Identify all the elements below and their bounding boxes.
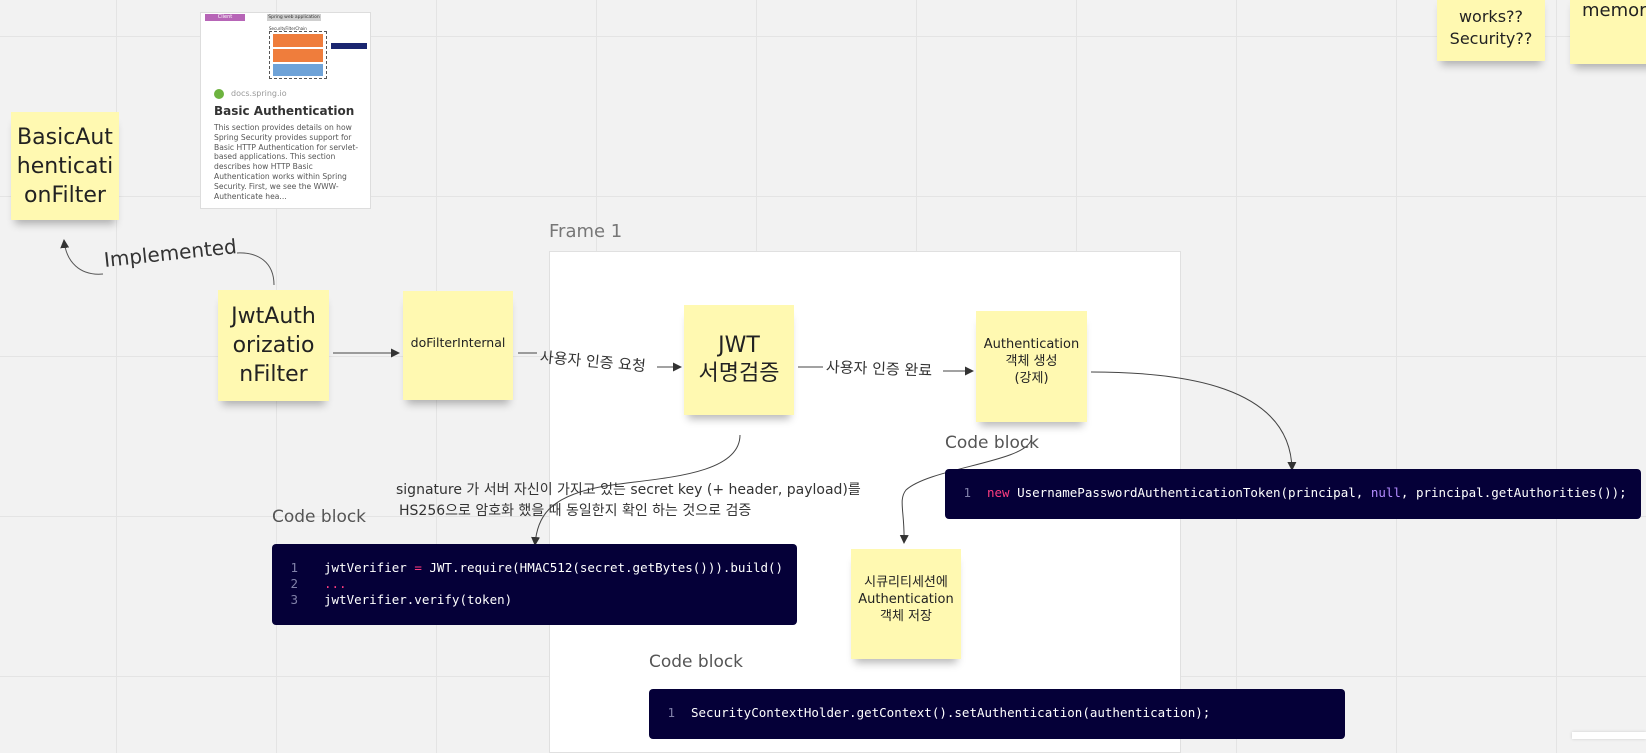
code-line: 1 new UsernamePasswordAuthenticationToke… bbox=[945, 485, 1641, 501]
code-block-jwt[interactable]: 1 jwtVerifier = JWT.require(HMAC512(secr… bbox=[272, 544, 797, 625]
frame-title[interactable]: Frame 1 bbox=[549, 221, 623, 242]
thumb-dashed-frame bbox=[269, 31, 327, 79]
code-token: UsernamePasswordAuthenticationToken(prin… bbox=[1009, 485, 1371, 500]
thumb-side-box bbox=[331, 43, 367, 49]
code-operator: = bbox=[414, 560, 422, 575]
label-signature-note-1[interactable]: signature 가 서버 자신이 가지고 있는 secret key (+ … bbox=[396, 482, 861, 498]
sticky-basic-authentication-filter[interactable]: BasicAut henticati onFilter bbox=[11, 112, 119, 220]
code-line: 1 SecurityContextHolder.getContext().set… bbox=[649, 705, 1345, 721]
code-block-token[interactable]: 1 new UsernamePasswordAuthenticationToke… bbox=[945, 469, 1641, 519]
arrow-code-to-session bbox=[899, 439, 1032, 544]
code-block-jwt-title[interactable]: Code block bbox=[272, 507, 367, 527]
code-keyword: new bbox=[987, 485, 1010, 500]
label-auth-complete[interactable]: 사용자 인증 완료 bbox=[825, 358, 933, 380]
code-block-context-title[interactable]: Code block bbox=[649, 652, 744, 672]
card-domain: docs.spring.io bbox=[231, 89, 287, 98]
thumb-box-1 bbox=[273, 34, 323, 47]
arrow-implemented bbox=[236, 252, 275, 286]
sticky-security-session-store[interactable]: 시큐리티세션에 Authentication 객체 저장 bbox=[851, 549, 961, 659]
code-line: 3 jwtVerifier.verify(token) bbox=[272, 592, 797, 608]
thumb-box-3 bbox=[273, 64, 323, 76]
thumb-app-label: Spring web application bbox=[267, 14, 321, 21]
sticky-top-right-1[interactable]: works?? Security?? bbox=[1437, 0, 1545, 61]
line-number: 1 bbox=[667, 705, 675, 720]
code-block-token-title[interactable]: Code block bbox=[945, 433, 1040, 453]
arrow-auth-to-token-code bbox=[1090, 371, 1297, 471]
thumb-section-label: SecurityFilterChain bbox=[269, 26, 307, 31]
thumb-client-label: Client bbox=[205, 14, 245, 21]
label-signature-note-2[interactable]: HS256으로 암호화 했을 때 동일한지 확인 하는 것으로 검증 bbox=[399, 503, 752, 519]
thumb-box-2 bbox=[273, 49, 323, 62]
corner-widget[interactable] bbox=[1572, 732, 1646, 739]
arrow-verify-to-code bbox=[531, 434, 741, 546]
link-preview-card[interactable]: Client Spring web application SecurityFi… bbox=[200, 12, 371, 209]
line-number: 3 bbox=[290, 592, 298, 607]
code-line: 1 jwtVerifier = JWT.require(HMAC512(secr… bbox=[272, 560, 797, 576]
code-token: SecurityContextHolder.getContext().setAu… bbox=[691, 705, 1211, 720]
line-number: 1 bbox=[963, 485, 971, 500]
sticky-authentication-create[interactable]: Authentication 객체 생성 (강제) bbox=[976, 311, 1087, 422]
code-block-context[interactable]: 1 SecurityContextHolder.getContext().set… bbox=[649, 689, 1345, 739]
code-token: jwtVerifier.verify(token) bbox=[324, 592, 513, 607]
card-thumbnail: Client Spring web application SecurityFi… bbox=[205, 13, 367, 85]
sticky-top-right-2[interactable]: memory bbox=[1570, 0, 1646, 64]
card-description: This section provides details on how Spr… bbox=[214, 123, 359, 201]
sticky-do-filter-internal[interactable]: doFilterInternal bbox=[403, 291, 513, 400]
line-number: 1 bbox=[290, 560, 298, 575]
code-token: jwtVerifier bbox=[324, 560, 415, 575]
code-token: JWT.require(HMAC512(secret.getBytes())).… bbox=[421, 560, 784, 575]
sticky-jwt-authorization-filter[interactable]: JwtAuth orizatio nFilter bbox=[218, 290, 329, 401]
card-favicon bbox=[214, 89, 224, 99]
card-title[interactable]: Basic Authentication bbox=[214, 104, 355, 118]
code-line: 2 ... bbox=[272, 576, 797, 592]
code-token: ... bbox=[324, 576, 347, 591]
arrow-implemented-tail bbox=[60, 239, 104, 275]
code-null: null bbox=[1370, 485, 1401, 500]
sticky-jwt-signature-verify[interactable]: JWT 서명검증 bbox=[684, 305, 794, 415]
code-token: , principal.getAuthorities()); bbox=[1400, 485, 1627, 500]
line-number: 2 bbox=[290, 576, 298, 591]
